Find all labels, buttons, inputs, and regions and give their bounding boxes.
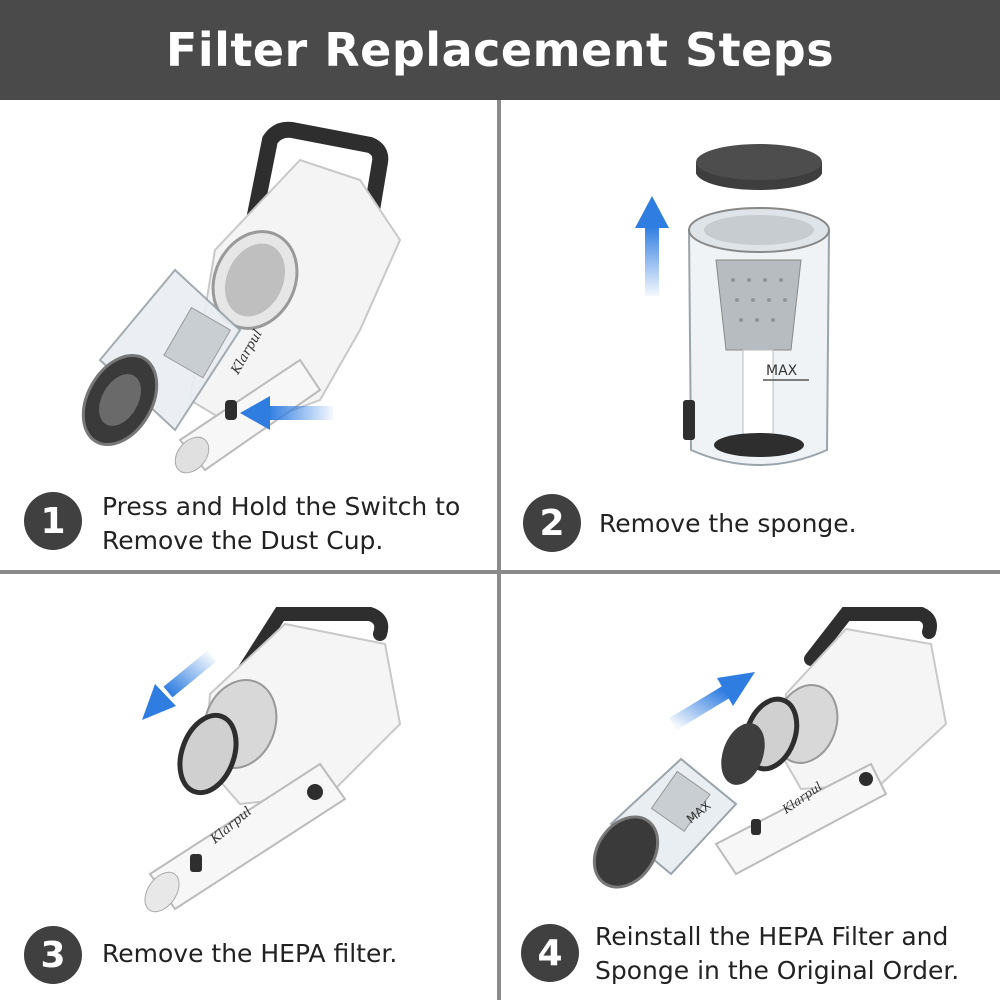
reinstall-filter-illustration: MAX Klarpul bbox=[592, 607, 948, 889]
step-instruction: Press and Hold the Switch to Remove the … bbox=[102, 492, 461, 555]
step-number-badge: 2 bbox=[523, 494, 581, 552]
dust-cup-sponge-illustration: MAX bbox=[635, 144, 831, 466]
step-number-badge: 3 bbox=[24, 926, 82, 984]
step-instruction: Remove the HEPA filter. bbox=[102, 939, 398, 968]
step-instruction: Reinstall the HEPA Filter and Sponge in … bbox=[595, 922, 960, 985]
step-3-panel: Klarpul 3 Remove the HEPA filter. bbox=[0, 574, 497, 1000]
vacuum-press-switch-illustration: Klarpul bbox=[81, 121, 402, 474]
max-fill-label: MAX bbox=[766, 363, 798, 379]
vertical-divider bbox=[497, 100, 501, 1000]
page-title: Filter Replacement Steps bbox=[0, 0, 1000, 100]
horizontal-divider bbox=[0, 570, 1000, 574]
hepa-filter-removal-illustration: Klarpul bbox=[142, 607, 402, 913]
step-number-badge: 4 bbox=[521, 924, 579, 982]
step-instruction: Remove the sponge. bbox=[599, 509, 857, 538]
step-2-panel: MAX 2 Remove the sponge. bbox=[501, 100, 1000, 570]
step-4-panel: MAX Klarpul 4 Reinstall the HEPA Filter … bbox=[501, 574, 1000, 1000]
step-1-panel: Klarpul 1 Press and Hold the Switch to R… bbox=[0, 100, 497, 570]
step-number-badge: 1 bbox=[24, 492, 82, 550]
